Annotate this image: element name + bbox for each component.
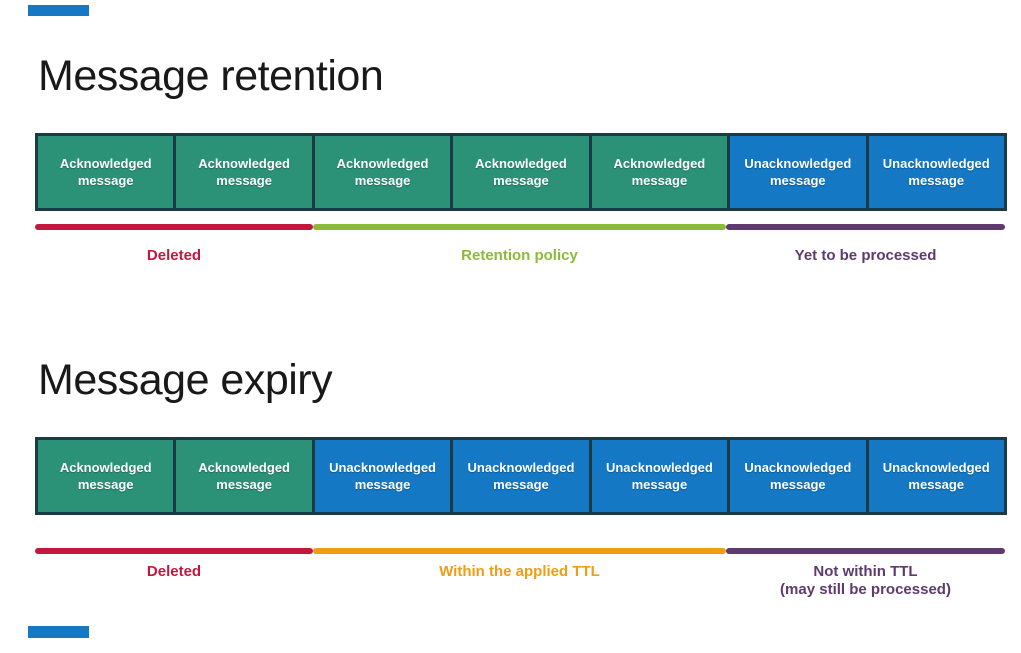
message-row-retention: Acknowledged message Acknowledged messag… xyxy=(35,133,1007,211)
cropped-blue-bar-bottom xyxy=(28,626,89,638)
diagram-title-retention: Message retention xyxy=(38,52,384,100)
message-box-acknowledged: Acknowledged message xyxy=(453,136,589,208)
message-row-expiry: Acknowledged message Acknowledged messag… xyxy=(35,437,1007,515)
message-box-unacknowledged: Unacknowledged message xyxy=(730,136,866,208)
segment-deleted xyxy=(35,548,313,554)
message-box-unacknowledged: Unacknowledged message xyxy=(868,440,1004,512)
label-not-within-ttl: Not within TTL (may still be processed) xyxy=(780,563,951,598)
message-box-acknowledged: Acknowledged message xyxy=(591,136,728,208)
message-box-unacknowledged: Unacknowledged message xyxy=(453,440,589,512)
message-box-unacknowledged: Unacknowledged message xyxy=(730,440,866,512)
timeline-expiry xyxy=(35,548,1005,554)
label-retention-policy: Retention policy xyxy=(461,247,578,264)
message-box-unacknowledged: Unacknowledged message xyxy=(591,440,728,512)
cropped-blue-bar-top xyxy=(28,5,89,16)
segment-deleted xyxy=(35,224,313,230)
segment-within-ttl xyxy=(313,548,726,554)
timeline-retention xyxy=(35,224,1005,230)
message-box-acknowledged: Acknowledged message xyxy=(38,440,174,512)
label-deleted: Deleted xyxy=(146,563,202,580)
segment-retention-policy xyxy=(313,224,726,230)
message-box-unacknowledged: Unacknowledged message xyxy=(314,440,451,512)
message-box-acknowledged: Acknowledged message xyxy=(38,136,174,208)
message-box-acknowledged: Acknowledged message xyxy=(176,440,312,512)
label-within-ttl: Within the applied TTL xyxy=(439,563,600,580)
message-box-acknowledged: Acknowledged message xyxy=(314,136,451,208)
message-box-acknowledged: Acknowledged message xyxy=(176,136,312,208)
segment-not-within-ttl xyxy=(726,548,1005,554)
segment-yet-to-process xyxy=(726,224,1005,230)
label-yet-to-process: Yet to be processed xyxy=(794,247,937,264)
diagram-title-expiry: Message expiry xyxy=(38,356,333,404)
message-box-unacknowledged: Unacknowledged message xyxy=(868,136,1004,208)
label-deleted: Deleted xyxy=(146,247,202,264)
